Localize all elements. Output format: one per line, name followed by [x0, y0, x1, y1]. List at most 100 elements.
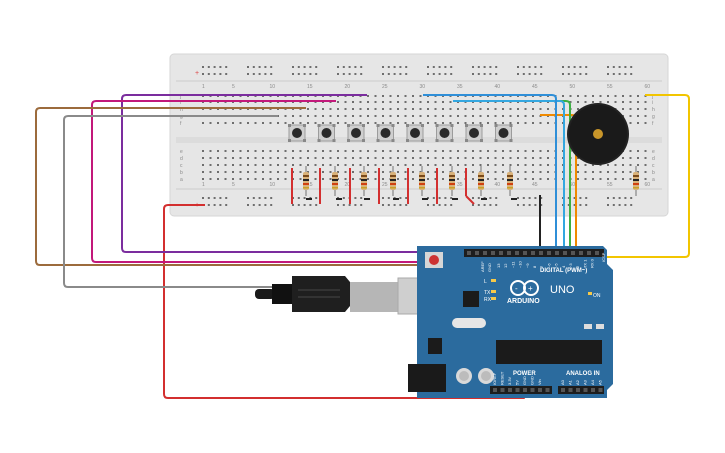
row-letter: h: [180, 107, 183, 113]
header-pin-label: GND: [487, 263, 492, 272]
resistor[interactable]: [303, 166, 309, 196]
digital-pin-label: TX 1: [582, 259, 587, 268]
row-letter: b: [180, 170, 183, 176]
column-number: 30: [420, 84, 426, 90]
pushbutton[interactable]: [435, 124, 454, 142]
svg-text:+: +: [195, 70, 199, 77]
row-letter: f: [652, 121, 654, 127]
row-letter: h: [652, 107, 655, 113]
pushbutton[interactable]: [288, 124, 306, 142]
l-label: L: [484, 279, 487, 285]
pushbutton[interactable]: [317, 124, 336, 142]
row-letter: e: [180, 149, 183, 155]
power-pin-label: Vin: [537, 379, 542, 385]
column-number: 55: [607, 84, 613, 90]
digital-pin-label: 13: [496, 263, 501, 268]
digital-pin-label: 4: [561, 265, 566, 268]
digital-label: DIGITAL (PWM~): [540, 268, 587, 274]
wire-magenta[interactable]: [91, 100, 521, 263]
pushbutton[interactable]: [376, 124, 395, 142]
svg-text:+: +: [528, 284, 533, 293]
power-jack[interactable]: [408, 364, 446, 392]
column-number: 20: [345, 84, 351, 90]
column-number: 35: [457, 84, 463, 90]
svg-text:-: -: [515, 284, 518, 293]
resistor[interactable]: [507, 166, 513, 196]
digital-pin-label: ~9: [525, 263, 530, 268]
analog-pin-label: A1: [568, 379, 573, 385]
brand-label: ARDUINO: [507, 298, 540, 305]
pushbutton[interactable]: [347, 124, 365, 142]
wire-blue[interactable]: [423, 94, 557, 252]
on-label: ON: [593, 293, 601, 299]
resistor[interactable]: [419, 166, 425, 196]
column-number: 50: [570, 84, 576, 90]
row-letter: i: [652, 100, 653, 106]
digital-pin-label: ~11: [510, 261, 515, 268]
column-number: 10: [270, 182, 276, 188]
resistor[interactable]: [449, 166, 455, 196]
arduino-uno[interactable]: DIGITAL (PWM~) - + ARDUINO UNO L TX RX O…: [408, 246, 613, 398]
pushbutton[interactable]: [465, 124, 483, 142]
column-number: 15: [307, 84, 313, 90]
column-number: 15: [307, 182, 313, 188]
model-label: UNO: [550, 284, 575, 296]
analog-pin-label: A2: [575, 379, 580, 385]
wire-purple[interactable]: [121, 94, 548, 253]
pushbutton[interactable]: [494, 124, 513, 142]
icsp-label: ICSP: [601, 252, 606, 262]
rx-label: RX: [484, 297, 492, 303]
analog-label: ANALOG IN: [566, 371, 600, 377]
power-header[interactable]: [490, 386, 552, 394]
column-number: 5: [232, 182, 235, 188]
wire-red[interactable]: [163, 204, 525, 399]
row-letter: c: [180, 163, 183, 169]
wires: [35, 94, 690, 399]
piezo-buzzer[interactable]: [567, 103, 629, 165]
wire-yellow[interactable]: [599, 94, 690, 258]
arduino-logo: - +: [510, 280, 539, 296]
column-number: 60: [645, 182, 651, 188]
resistor[interactable]: [361, 166, 367, 196]
column-number: 40: [495, 84, 501, 90]
column-number: 55: [607, 182, 613, 188]
analog-header[interactable]: [558, 386, 604, 394]
digital-pin-label: 12: [503, 263, 508, 268]
column-number: 25: [382, 182, 388, 188]
column-number: 50: [570, 182, 576, 188]
row-letter: a: [652, 177, 655, 183]
row-letter: b: [652, 170, 655, 176]
row-letter: i: [180, 100, 181, 106]
power-pin-label: GND: [522, 376, 527, 385]
wire-gray[interactable]: [63, 115, 539, 288]
digital-pin-label: ~3: [568, 263, 573, 268]
power-pin-label: GND: [530, 376, 535, 385]
resistor[interactable]: [332, 166, 338, 196]
column-number: 60: [645, 84, 651, 90]
wire-brown[interactable]: [35, 107, 533, 266]
row-letter: e: [652, 149, 655, 155]
wire-green[interactable]: [482, 100, 571, 252]
wire-light-blue[interactable]: [453, 100, 565, 252]
resistor[interactable]: [633, 166, 639, 196]
usb-cable[interactable]: [255, 276, 445, 315]
analog-pin-label: A5: [598, 379, 603, 385]
row-letter: j: [179, 94, 181, 100]
resistor[interactable]: [390, 166, 396, 196]
atmega-chip: [496, 340, 602, 364]
column-number: 35: [457, 182, 463, 188]
tx-label: TX: [484, 290, 491, 296]
row-letter: d: [180, 156, 183, 162]
row-letter: c: [652, 163, 655, 169]
digital-pin-label: 7: [539, 265, 544, 268]
column-number: 1: [202, 84, 205, 90]
header-pin-label: AREF: [480, 261, 485, 272]
column-number: 10: [270, 84, 276, 90]
analog-pin-label: A3: [583, 379, 588, 385]
column-number: 20: [345, 182, 351, 188]
power-pin-label: 3.3V: [507, 376, 512, 385]
resistor[interactable]: [478, 166, 484, 196]
pushbutton[interactable]: [406, 124, 424, 142]
row-letter: d: [652, 156, 655, 162]
